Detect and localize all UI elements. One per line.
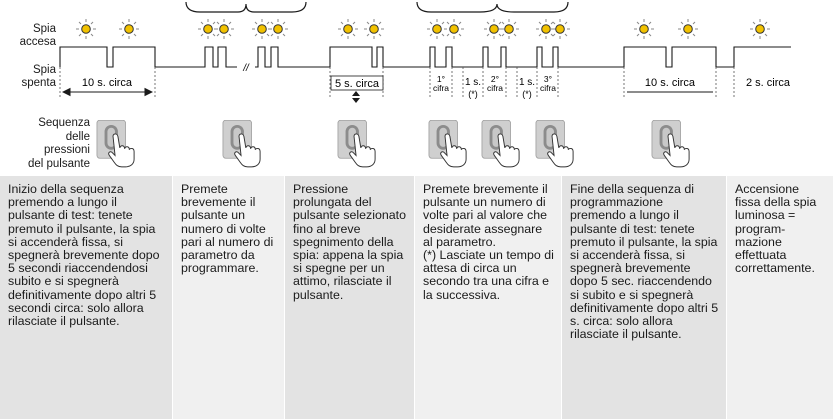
pause-label: 1 s. [519,77,535,88]
duration-box-5s [330,75,384,91]
pause-label: 1 s. [465,77,481,88]
lamp-off-label: Spia spenta [21,64,56,89]
digit-label: 2°cifra [487,74,503,93]
duration-label: 5 s. circa [335,78,380,90]
pause-mark: (*) [468,89,478,99]
step-description: Accensione fissa della spia luminosa = p… [727,176,833,419]
brace-right [416,1,569,13]
step-description: Fine della sequenza di programmazione pr… [562,176,726,419]
press-sequence-label: Sequenza delle pressioni del pulsante [27,117,90,170]
lamp-on-label: Spia accesa [19,23,56,48]
up-down-arrow-icon [352,91,360,103]
step-description: Premete brevemente il pulsante un numero… [173,176,284,419]
digit-label: 3°cifra [540,74,556,93]
pause-mark: (*) [522,89,532,99]
lamp-waveform [59,46,791,68]
digit-label: 1°cifra [433,74,449,93]
finger-press-icon [96,120,135,168]
lamp-on-icon [75,18,771,40]
brace-left [185,1,307,13]
finger-press-icon [222,120,261,168]
step-description: Pressione prolungata del pulsante selezi… [285,176,414,419]
finger-press-icon [428,120,467,168]
finger-press-icon [535,120,574,168]
duration-label: 2 s. circa [746,77,791,89]
duration-label: 10 s. circa [645,77,696,89]
break-mark: // [242,63,250,74]
step-description: Premete brevemente il pulsante un numero… [415,176,561,419]
description-panels: Inizio della sequenza premendo a lungo i… [0,176,833,419]
finger-press-icon [481,120,520,168]
timing-diagram: 10 s. circa // 5 s. circa 1°cifra 1 s. (… [59,1,791,103]
step-description: Inizio della sequenza premendo a lungo i… [0,176,172,419]
duration-label: 10 s. circa [82,77,133,89]
finger-press-icon [337,120,376,168]
finger-press-icon [651,120,690,168]
